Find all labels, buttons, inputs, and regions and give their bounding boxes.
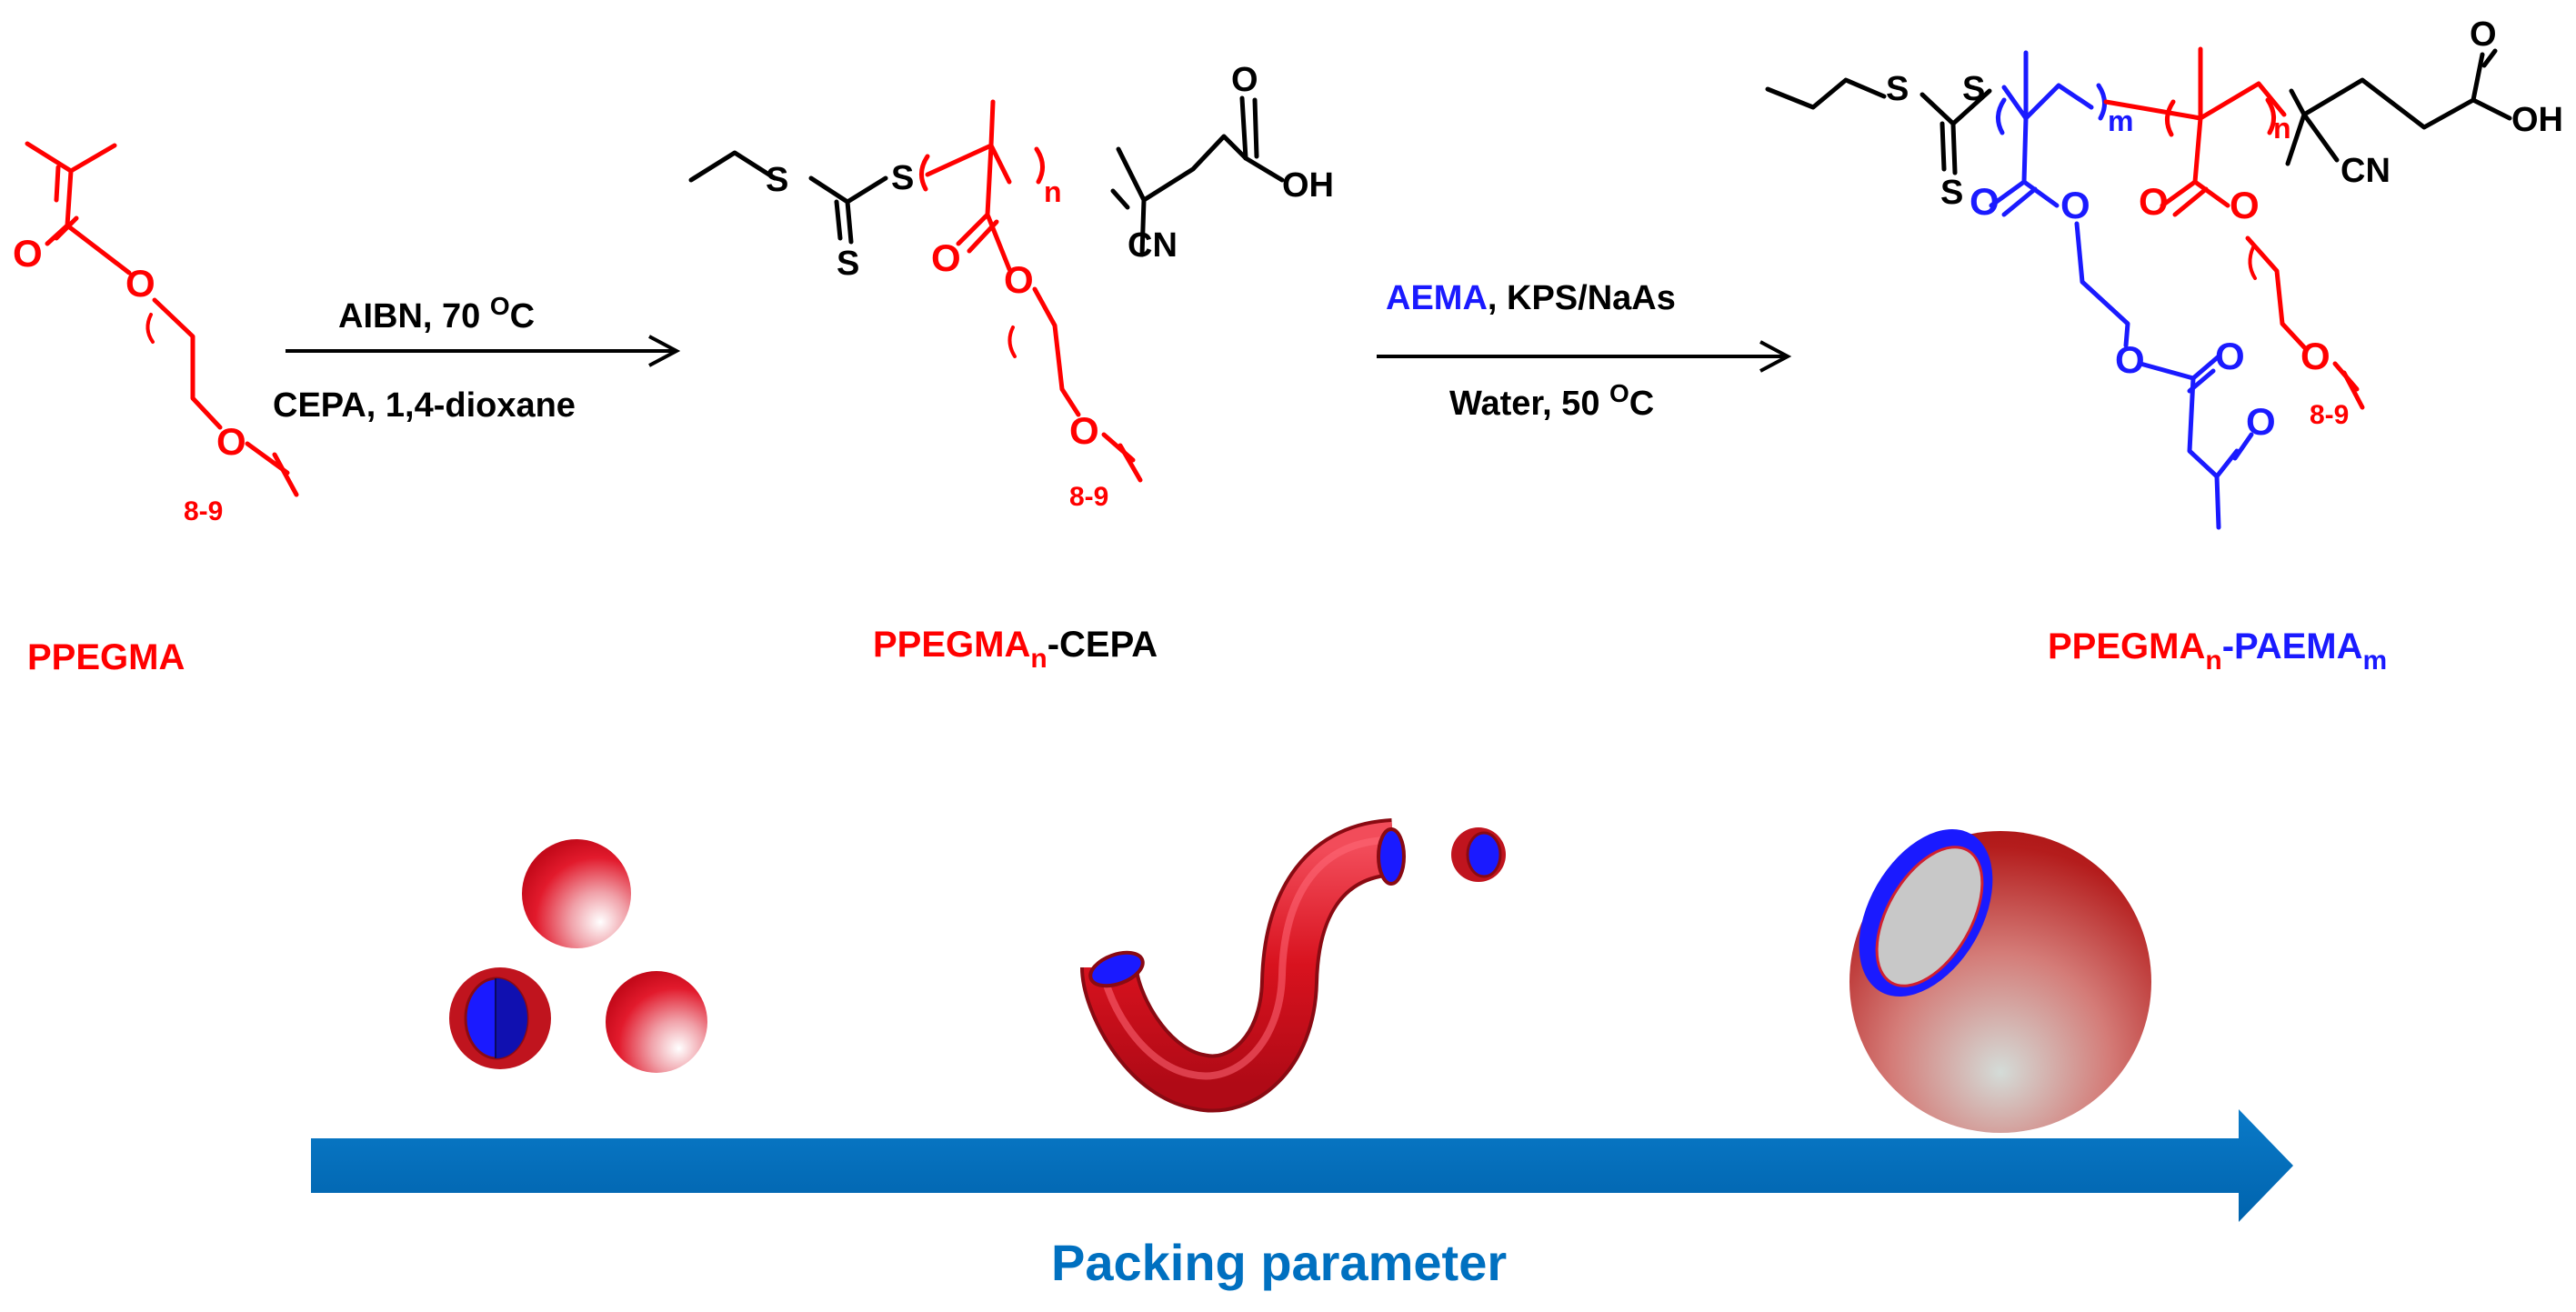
worm-end-cap (1377, 827, 1406, 886)
subscript-n: n (2273, 112, 2291, 145)
ester-o-label: O (1004, 258, 1034, 301)
acid-oh-label: OH (1282, 166, 1334, 205)
reaction-step-2: AEMA, KPS/NaAs Water, 50 OC (1377, 279, 1792, 423)
step2-arrow-head (1759, 340, 1792, 373)
ester-o-label: O (125, 262, 155, 305)
block-copolymer-structure: S S S O OH CN m n O O O O O O O O 8-9 (1765, 15, 2563, 530)
repeat-count-label: 8-9 (1069, 482, 1108, 512)
worm-end-cap (1088, 950, 1145, 988)
nitrile-label: CN (2340, 152, 2391, 190)
thio-s2-label: S (891, 159, 914, 197)
vesicle-lumen (1875, 846, 1984, 987)
aema-carbonyl-o-label: O (1970, 180, 2000, 223)
micelle-sphere (522, 839, 631, 948)
step1-arrow-head (648, 335, 681, 367)
reaction-step-1: AIBN, 70 OC CEPA, 1,4-dioxane (273, 292, 681, 425)
aema-ester-o2-label: O (2115, 338, 2145, 381)
macro-cta-name: PPEGMAn-CEPA (873, 625, 1158, 674)
step2-conditions-line1: AEMA, KPS/NaAs (1386, 279, 1676, 317)
micelle-sphere (606, 971, 707, 1073)
worm-fragment (1451, 827, 1506, 882)
thio-s2-label: S (1962, 70, 1985, 108)
micelle-cross-section (449, 967, 551, 1069)
macro-cta-structure: S S S O OH CN n O O O 8-9 (688, 61, 1334, 512)
ether-o-label: O (1069, 409, 1099, 452)
ppegma-name: PPEGMA (27, 637, 185, 677)
repeat-count-label: 8-9 (2310, 400, 2349, 430)
aema-carbonyl-o2-label: O (2215, 335, 2245, 377)
step1-conditions-line2: CEPA, 1,4-dioxane (273, 386, 576, 425)
acid-o-label: O (2470, 15, 2497, 54)
block-copolymer-name: PPEGMAn-PAEMAm (2048, 626, 2387, 676)
carbonyl-o-label: O (931, 236, 961, 279)
ether-o-label: O (216, 420, 246, 463)
acid-oh-label: OH (2511, 101, 2563, 139)
carbonyl-o-label: O (13, 232, 43, 275)
step2-conditions-line2: Water, 50 OC (1449, 379, 1654, 423)
nitrile-label: CN (1128, 226, 1178, 265)
ppegma-monomer-structure: O O O 8-9 (13, 141, 299, 526)
acid-o-label: O (1231, 61, 1258, 99)
peg-ether-o-label: O (2300, 335, 2330, 377)
packing-parameter-label: Packing parameter (1051, 1234, 1507, 1291)
thione-s-label: S (837, 245, 859, 283)
thio-s1-label: S (766, 161, 788, 199)
thione-s-label: S (1940, 174, 1963, 212)
subscript-m: m (2108, 105, 2133, 137)
packing-parameter-arrow (311, 1109, 2293, 1222)
repeat-count-label: 8-9 (184, 496, 223, 526)
thio-s1-label: S (1886, 70, 1909, 108)
aema-ester-o-label: O (2060, 184, 2090, 226)
spherical-micelles (449, 839, 707, 1073)
subscript-n: n (1044, 175, 1062, 208)
peg-carbonyl-o-label: O (2139, 180, 2169, 223)
worm-micelle (1080, 818, 1506, 1113)
peg-ester-o-label: O (2230, 184, 2260, 226)
aema-ketone-o-label: O (2246, 400, 2276, 443)
vesicle (1849, 829, 2151, 1133)
step1-conditions-line1: AIBN, 70 OC (338, 292, 535, 336)
